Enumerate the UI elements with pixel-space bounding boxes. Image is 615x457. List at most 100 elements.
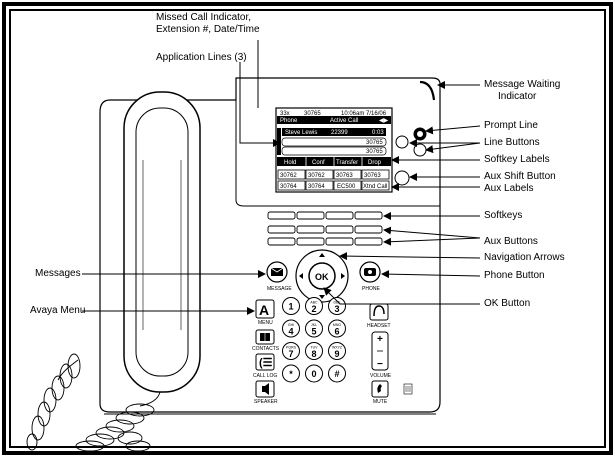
dialpad-key-digit: 9 [334, 349, 339, 359]
dialpad-key-letters: ABC [310, 301, 318, 305]
ok-button[interactable] [308, 262, 336, 290]
app-line-2[interactable] [281, 137, 387, 147]
dialpad-key-6[interactable] [328, 319, 346, 338]
chevron-up-icon[interactable] [319, 253, 325, 257]
aux-button-3[interactable] [325, 225, 354, 234]
dialpad-key-8[interactable] [305, 342, 323, 360]
dialpad-key-1[interactable] [282, 297, 300, 315]
dialpad-key-digit: 1 [288, 302, 293, 312]
app-line-1-time: 0:03 [372, 130, 384, 136]
softkey-2[interactable] [296, 211, 325, 220]
handset-cord [26, 353, 161, 452]
dialpad-key-2[interactable] [305, 297, 323, 315]
navigation-arrows-label: Navigation Arrows [484, 252, 565, 263]
aux-button-7[interactable] [325, 237, 354, 246]
prompt-center: Active Call [330, 118, 358, 124]
chevron-left-icon[interactable] [299, 273, 303, 279]
app-line-1-ext: 22399 [331, 130, 348, 136]
softkey-label-4: Drop [368, 160, 382, 166]
dialpad-key-letters: TUV [311, 346, 319, 350]
aux-button-5[interactable] [267, 237, 296, 246]
chevron-right-icon[interactable] [341, 273, 345, 279]
aux-button-2[interactable] [296, 225, 325, 234]
aux-button-4[interactable] [354, 225, 383, 234]
missed-call-label-line2: Extension #, Date/Time [156, 24, 260, 35]
chevron-down-icon[interactable] [319, 295, 325, 299]
dialpad-key-letters: WXYZ [332, 346, 343, 350]
app-line-2-ext: 30765 [366, 140, 383, 146]
aux-shift-button-label: Aux Shift Button [484, 171, 556, 182]
dialpad-key-letters: JKL [311, 323, 317, 327]
aux-labels: 30762 30762 30763 30763 30764 30764 EC50… [277, 169, 390, 191]
dialpad-key-letters: MNO [333, 323, 341, 327]
status-extension: 30765 [304, 111, 321, 117]
softkey-label-2: Conf [312, 160, 325, 166]
line-button-2[interactable] [413, 143, 427, 157]
ok-button-label: OK Button [484, 298, 531, 309]
dialpad-key-hash[interactable] [328, 364, 346, 383]
phone-button-leader [381, 270, 481, 279]
message-label: MESSAGE [267, 286, 292, 292]
call-log-icon: (☰ [259, 357, 273, 369]
dialpad-key-3[interactable] [328, 297, 346, 315]
prompt-arrows: ◀▶ [379, 118, 389, 124]
phone-icon [364, 268, 376, 276]
aux-label-2: 30762 [308, 173, 325, 179]
dialpad-key-5[interactable] [305, 319, 323, 338]
aux-buttons [267, 225, 383, 246]
call-log-label: CALL LOG [253, 373, 277, 379]
dialpad-key-digit: * [289, 369, 293, 379]
softkey-4[interactable] [354, 211, 383, 220]
dialpad-key-4[interactable] [282, 319, 300, 338]
volume-down[interactable]: − [377, 359, 383, 370]
dialpad-key-star[interactable] [282, 364, 300, 383]
softkey-label-1: Hold [284, 160, 296, 166]
navigation-arrows-leader [339, 252, 481, 261]
headset-label: HEADSET [367, 323, 391, 329]
dialpad-key-digit: 4 [288, 327, 293, 337]
phone-button-label: Phone Button [484, 270, 545, 281]
callout-lines [82, 40, 481, 315]
line-buttons-label: Line Buttons [484, 137, 540, 148]
call-log-button[interactable] [255, 353, 275, 371]
aux-button-1[interactable] [267, 225, 296, 234]
aux-label-8: Xtnd Call [363, 184, 387, 190]
app-line-1[interactable] [282, 128, 386, 136]
ok-label: OK [315, 272, 329, 282]
dialpad-key-9[interactable] [328, 342, 346, 360]
application-lines-label: Application Lines (3) [156, 52, 247, 63]
dialpad-key-letters: PQRS [286, 346, 297, 350]
softkey-3[interactable] [325, 211, 354, 220]
avaya-menu-button[interactable] [255, 299, 275, 319]
speaker-icon [262, 383, 269, 395]
app-line-3[interactable] [281, 146, 387, 156]
mute-label: MUTE [373, 399, 388, 405]
line-button-1[interactable] [395, 135, 409, 149]
dialpad-key-digit: 7 [288, 349, 293, 359]
line-buttons-leader-2 [425, 142, 481, 154]
prompt-line-label: Prompt Line [484, 120, 538, 131]
prompt-line-leader [425, 125, 481, 135]
envelope-icon [270, 267, 284, 276]
aux-label-1: 30762 [280, 173, 297, 179]
dialpad-key-digit: 6 [334, 327, 339, 337]
dialpad-key-digit: # [334, 369, 339, 379]
contacts-label: CONTACTS [252, 346, 280, 352]
dialpad-key-0[interactable] [305, 364, 323, 383]
aux-button-8[interactable] [354, 237, 383, 246]
softkey-1[interactable] [267, 211, 296, 220]
dialpad-key-7[interactable] [282, 342, 300, 360]
aux-shift-button[interactable] [394, 170, 410, 186]
volume-up[interactable]: + [377, 334, 383, 345]
aux-buttons-leader-1 [383, 226, 481, 239]
inner-border [9, 9, 606, 448]
message-waiting-label-line1: Message Waiting [484, 79, 561, 90]
application-lines-leader [239, 62, 281, 147]
aux-button-6[interactable] [296, 237, 325, 246]
ok-button-leader [323, 287, 480, 305]
softkey-label-3: Transfer [336, 160, 358, 166]
display-housing [235, 100, 440, 207]
status-left: 33x [280, 111, 290, 117]
